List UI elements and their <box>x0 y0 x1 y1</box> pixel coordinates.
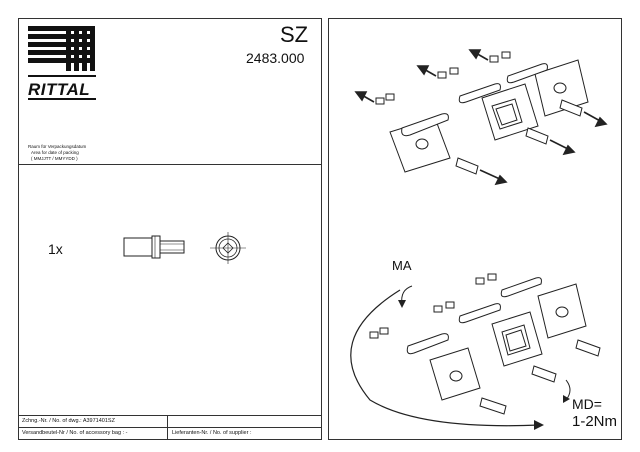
torque-assembly-diagram <box>350 273 601 430</box>
right-panel <box>328 18 622 440</box>
product-code: SZ <box>280 22 309 47</box>
screw-side-view-icon <box>123 235 185 259</box>
ma-label: MA <box>392 258 412 273</box>
rittal-logo <box>28 26 96 100</box>
packing-date-label-de: Raum für Verpackungsdatum <box>28 144 87 149</box>
md-value: 1-2Nm <box>572 413 618 430</box>
packing-date-format: ( MMJJTT / MMYYDD ) <box>31 156 78 161</box>
drawing-number: Zchng.-Nr. / No. of dwg.: A3971401SZ <box>22 418 115 424</box>
accessory-bag-number: Versandbeutel-Nr / No. of accessory bag … <box>22 430 128 436</box>
supplier-number: Lieferanten-Nr. / No. of supplier : <box>172 430 252 436</box>
md-label: MD= <box>572 396 602 412</box>
exploded-assembly-diagram <box>354 49 608 186</box>
packing-date-label-en: Area for date of packing <box>31 150 79 155</box>
article-number: 2483.000 <box>246 50 305 66</box>
contents-box <box>18 164 322 416</box>
quantity-label: 1x <box>48 241 63 257</box>
footer-row-2 <box>18 427 322 440</box>
brand-name: RITTAL <box>28 80 91 99</box>
screw-end-view-icon <box>210 232 246 264</box>
footer-divider <box>167 416 168 440</box>
